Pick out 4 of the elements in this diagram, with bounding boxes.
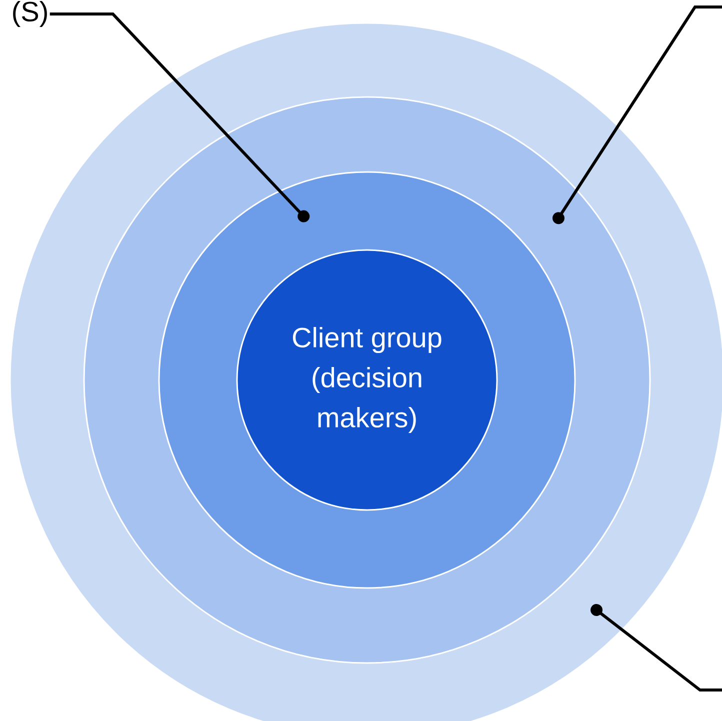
leader-line <box>552 6 722 224</box>
leader-line <box>50 12 310 222</box>
label-text: (S) <box>13 0 47 28</box>
leader-line <box>590 604 722 692</box>
